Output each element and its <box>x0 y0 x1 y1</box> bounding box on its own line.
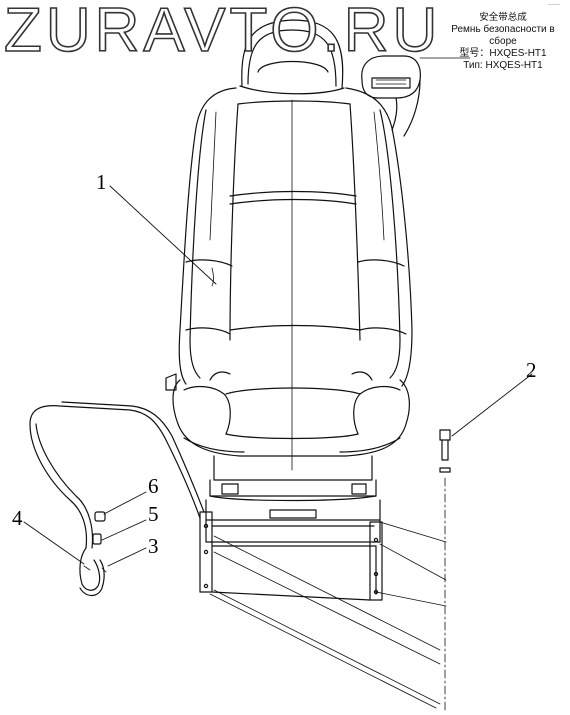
watermark-text: ZURAVTO.RU <box>3 0 442 65</box>
callout-4: 4 <box>12 506 23 530</box>
callout-5: 5 <box>148 502 159 526</box>
belt-strap <box>30 402 204 548</box>
seat-cushion <box>166 372 409 456</box>
leader-lines <box>24 186 532 566</box>
seat-base <box>200 456 382 600</box>
callout-6: 6 <box>148 474 159 498</box>
headrest <box>240 20 344 94</box>
buckle-parts <box>80 512 106 596</box>
seat-back <box>179 88 412 470</box>
title-ru: Ремнь безопасности в сборе <box>451 24 555 47</box>
bolt-part <box>440 430 450 712</box>
belt-retractor-housing <box>362 56 421 136</box>
model-ru: Тип: HXQES-HT1 <box>463 60 543 71</box>
callout-1: 1 <box>96 170 107 194</box>
title-zh: 安全带总成 <box>479 12 527 23</box>
floor-lines <box>210 58 470 708</box>
model-zh: 型号：HXQES-HT1 <box>459 48 547 59</box>
callout-3: 3 <box>148 534 159 558</box>
title-block: 安全带总成 Ремнь безопасности в сборе 型号：HXQE… <box>440 12 566 72</box>
callout-2: 2 <box>526 358 537 382</box>
corner-mark: —— <box>548 2 560 8</box>
